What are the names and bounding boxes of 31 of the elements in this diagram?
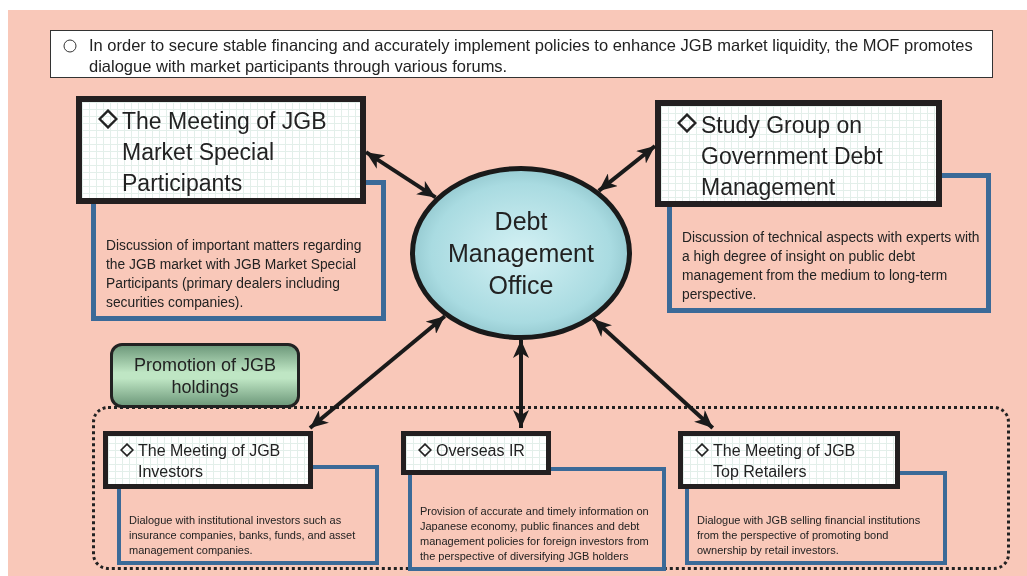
description-box: [408, 475, 666, 571]
description-box: [117, 489, 379, 565]
double-arrow: [591, 317, 715, 430]
intro-text: In order to secure stable financing and accurately implement policies to enhance JGB market liquidity, the MOF promotes dialogue with market participants through various forums.: [89, 35, 974, 77]
forum-description: Dialogue with institutional investors such as insurance companies, banks, funds, and asset management companies.: [129, 513, 357, 558]
forum-title-box: [655, 100, 942, 207]
description-box: [685, 489, 947, 565]
forum-description: Dialogue with JGB selling financial institutions from the perspective of promoting bond ownership by retail investors.: [697, 513, 922, 558]
tag-label: Promotion of JGB holdings: [132, 353, 278, 398]
forum-title: The Meeting of JGB Top Retailers: [713, 441, 857, 482]
forum-title-box: [76, 96, 366, 204]
forum-description: Provision of accurate and timely information on Japanese economy, public finances and debt management policies for foreign investors from the perspective of diversifying JGB holders: [420, 504, 650, 564]
forum-title: The Meeting of JGB Investors: [138, 441, 282, 482]
double-arrow: [513, 340, 529, 428]
dotted-group-frame: [92, 406, 1010, 570]
double-arrow: [308, 314, 447, 430]
forum-description: Discussion of important matters regarding the JGB market with JGB Market Special Participants (primary dealers including securities companies).: [106, 237, 363, 312]
description-box: [667, 207, 991, 313]
forum-title-box: [103, 431, 313, 489]
forum-title-box: [678, 431, 900, 489]
intro-box: [50, 30, 993, 78]
forum-title: Study Group on Government Debt Management: [701, 111, 884, 202]
category-tag: [110, 343, 300, 408]
double-arrow: [364, 150, 437, 200]
double-arrow: [597, 144, 657, 193]
forum-title-box: [401, 431, 551, 475]
forum-title: The Meeting of JGB Market Special Participants: [122, 107, 328, 198]
forum-title: Overseas IR: [436, 441, 525, 461]
node-label: Debt Management Office: [447, 206, 595, 301]
description-box: [91, 204, 386, 321]
forum-description: Discussion of technical aspects with experts with a high degree of insight on public debt management from the medium to long-term perspective.: [682, 229, 980, 304]
